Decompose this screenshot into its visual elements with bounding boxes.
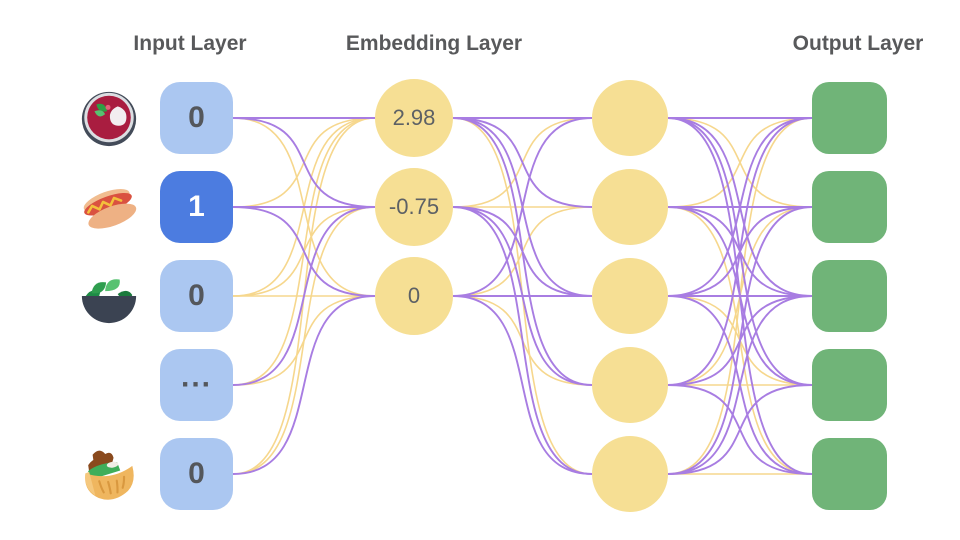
input-node-0: 0 (160, 82, 233, 154)
pita-sandwich-icon (78, 443, 140, 505)
input-node-4: 0 (160, 438, 233, 510)
borscht-soup-icon (78, 87, 140, 149)
output-node-0 (812, 82, 887, 154)
input-node-1: 1 (160, 171, 233, 243)
input-node-3-value: ... (180, 360, 212, 394)
input-layer-title: Input Layer (133, 32, 247, 55)
output-node-3 (812, 349, 887, 421)
hidden-node-2 (592, 258, 668, 334)
embedding-layer-title: Embedding Layer (345, 32, 523, 55)
hidden-node-1 (592, 169, 668, 245)
embedding-node-2-value: 0 (407, 283, 421, 308)
hot-dog-icon (78, 176, 140, 238)
hidden-node-3 (592, 347, 668, 423)
input-node-2: 0 (160, 260, 233, 332)
embedding-node-0-value: 2.98 (392, 105, 436, 130)
embedding-node-1-value: -0.75 (388, 194, 440, 219)
embedding-node-2: 0 (375, 257, 453, 335)
output-node-1 (812, 171, 887, 243)
embedding-node-0: 2.98 (375, 79, 453, 157)
output-node-2 (812, 260, 887, 332)
input-node-0-value: 0 (188, 101, 205, 134)
embedding-node-1: -0.75 (375, 168, 453, 246)
input-node-2-value: 0 (188, 279, 205, 312)
hidden-node-0 (592, 80, 668, 156)
input-node-3: ... (160, 349, 233, 421)
input-node-1-value: 1 (188, 190, 205, 223)
output-node-4 (812, 438, 887, 510)
salad-bowl-icon (78, 264, 140, 326)
hidden-node-4 (592, 436, 668, 512)
input-node-4-value: 0 (188, 457, 205, 490)
output-layer-title: Output Layer (792, 32, 924, 55)
